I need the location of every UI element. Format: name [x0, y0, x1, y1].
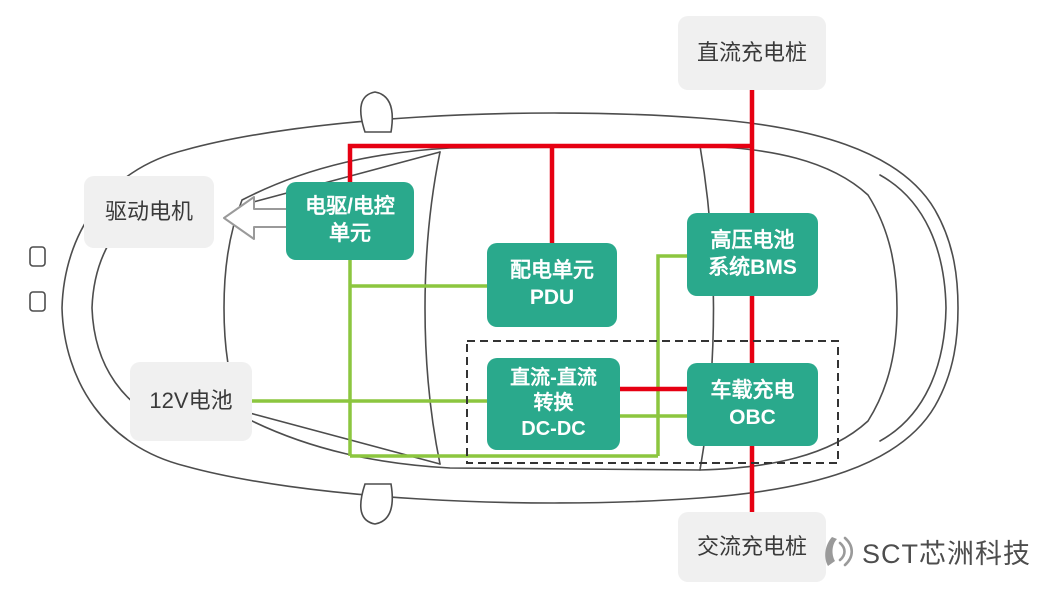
node-label: PDU: [529, 286, 575, 309]
node-label: 单元: [329, 222, 371, 245]
node-label: 电驱/电控: [305, 195, 395, 219]
charging-subsystem-dashed-region: [466, 340, 839, 464]
node-label: 驱动电机: [104, 198, 193, 224]
node-label: 高压电池: [710, 228, 795, 252]
watermark: SCT芯洲科技: [818, 522, 1031, 580]
node-label: 交流充电桩: [696, 533, 807, 559]
node-label: 转换: [533, 392, 574, 415]
node-label: OBC: [729, 405, 776, 429]
node-label: 系统BMS: [708, 255, 797, 279]
node-label: 配电单元: [510, 259, 594, 283]
node-12v-battery: 12V电池: [130, 362, 252, 441]
node-drive-motor: 驱动电机: [84, 176, 214, 248]
node-label: 12V电池: [149, 388, 233, 414]
node-bms: 高压电池 系统BMS: [687, 213, 818, 296]
high-voltage-wires: [347, 90, 755, 512]
mechanical-output-arrow: [223, 196, 289, 240]
node-ac-charging-pile: 交流充电桩: [678, 512, 826, 582]
node-pdu: 配电单元 PDU: [487, 243, 617, 327]
node-dcdc-converter: 直流-直流 转换 DC-DC: [487, 358, 620, 450]
hv-wire-segment: [347, 143, 752, 182]
node-label: 直流充电桩: [696, 39, 807, 65]
node-obc: 车载充电 OBC: [687, 363, 818, 446]
node-label: 直流-直流: [510, 366, 597, 389]
node-label: 车载充电: [710, 378, 795, 402]
watermark-logo-icon: [825, 536, 854, 567]
watermark-text: SCT芯洲科技: [862, 538, 1031, 569]
node-label: DC-DC: [521, 417, 586, 440]
node-motor-control-unit: 电驱/电控 单元: [286, 182, 414, 260]
low-voltage-wires: [252, 254, 687, 458]
lv-wire-segment: [656, 254, 687, 456]
node-dc-charging-pile: 直流充电桩: [678, 16, 826, 90]
